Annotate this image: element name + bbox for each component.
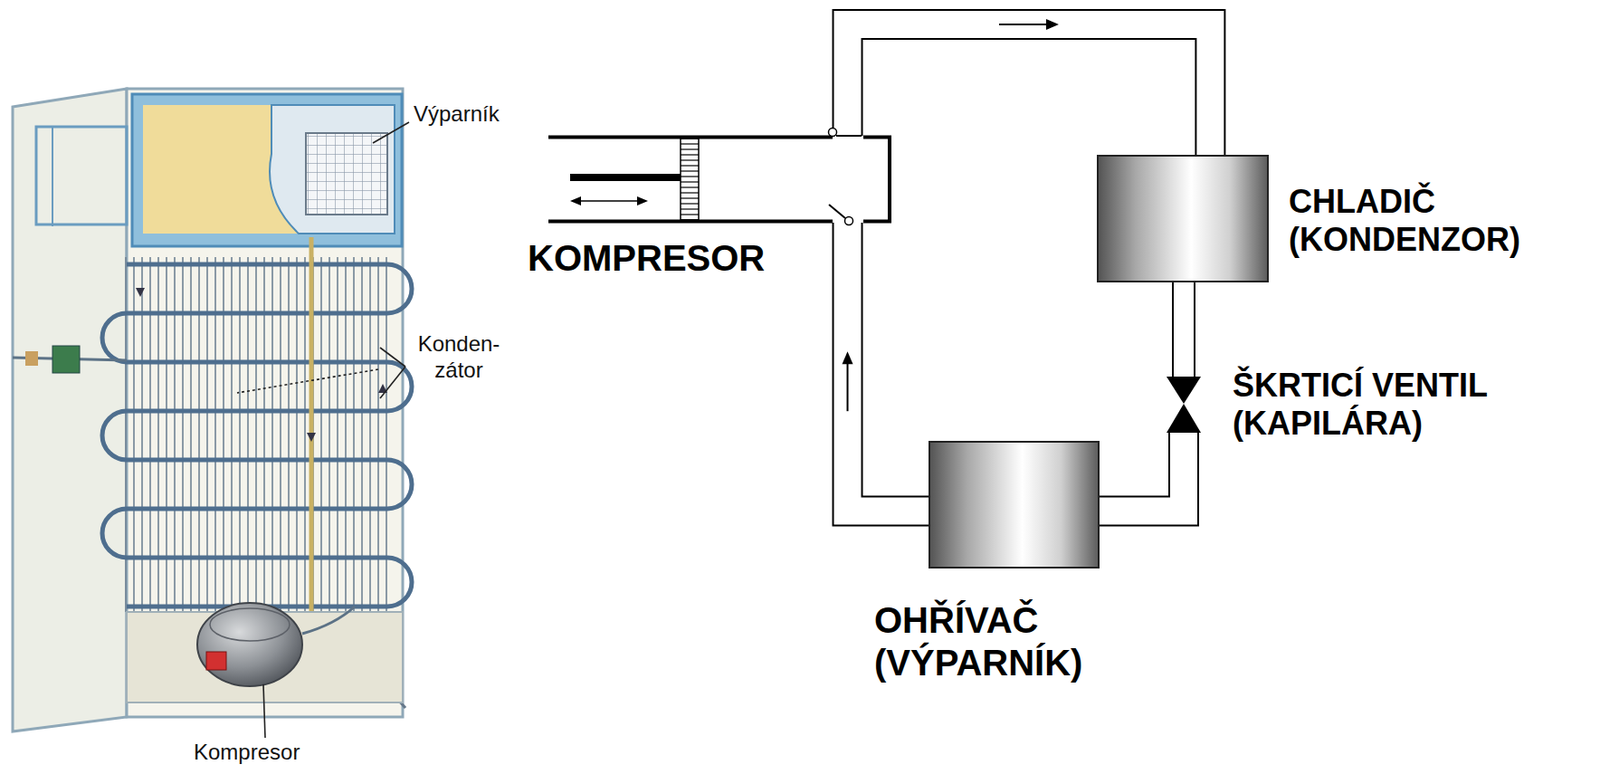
valve-triangle <box>1166 403 1201 433</box>
freezer-compartment <box>132 94 402 247</box>
condenser-coil <box>102 237 412 616</box>
piston <box>680 138 699 220</box>
illustration-part <box>132 94 402 247</box>
valve-symbol <box>1165 372 1202 435</box>
pipe-interior <box>1173 282 1194 377</box>
illustration-part <box>102 264 412 607</box>
illustration-part <box>206 651 227 670</box>
pipe-interior <box>1099 430 1184 512</box>
valve-hinge <box>845 217 854 226</box>
illustration-part <box>209 608 290 641</box>
illustration-part <box>263 684 266 738</box>
illustration-part <box>135 287 145 297</box>
illustration-part <box>237 369 379 393</box>
flow-arrowhead <box>1046 19 1059 30</box>
pipe-outline <box>847 24 1211 155</box>
valve-flap <box>836 134 862 137</box>
illustration-part <box>52 345 80 373</box>
component-label: CHLADIČ (KONDENZOR) <box>1288 182 1600 260</box>
cylinder-wall <box>863 219 892 224</box>
illustration-part <box>269 104 395 234</box>
pipe-connector <box>1099 430 1184 512</box>
flow-arrow <box>999 23 1050 26</box>
illustration-part <box>197 602 303 686</box>
leader-lines <box>237 122 410 738</box>
illustration-part <box>309 237 315 616</box>
pipe-connector <box>842 222 929 512</box>
pipe-interior <box>847 222 929 512</box>
cable-and-thermostat <box>12 345 406 708</box>
pipe-outline <box>1171 282 1196 377</box>
flow-arrow <box>847 360 849 411</box>
cylinder-drawing <box>617 135 892 223</box>
illustration-part <box>302 606 355 634</box>
compressor-cylinder: KOMPRESOR <box>617 135 892 223</box>
pipe-outline <box>1099 430 1184 512</box>
valve-hinge <box>828 128 838 137</box>
illustration-part <box>380 347 406 367</box>
illustration-part <box>12 88 127 732</box>
motion-arrow <box>637 196 648 206</box>
component-label: OHŘÍVAČ (VÝPARNÍK) <box>874 599 1164 685</box>
illustration-part <box>372 122 410 143</box>
illustration-part <box>51 126 54 227</box>
pipe-connector <box>1183 282 1185 377</box>
illustration-part <box>25 351 39 366</box>
compressor-unit <box>126 602 403 703</box>
part-label: Kompresor <box>193 739 300 766</box>
valve-triangle <box>1166 376 1201 404</box>
cylinder-wall <box>863 135 892 140</box>
cylinder-head <box>887 135 892 223</box>
pipe-interior <box>847 24 1211 155</box>
part-label: Výparník <box>413 101 500 128</box>
throttle-valve: ŠKRTICÍ VENTIL (KAPILÁRA) <box>1165 372 1202 435</box>
condenser-box: CHLADIČ (KONDENZOR) <box>1096 154 1269 283</box>
illustration-part <box>305 133 388 215</box>
flow-arrowhead <box>842 351 854 364</box>
illustration-part <box>380 366 406 399</box>
pipe-outline <box>847 222 929 512</box>
component-label: KOMPRESOR <box>527 237 827 280</box>
motion-arrow <box>573 200 645 202</box>
part-label: Konden- zátor <box>409 331 509 384</box>
valve-flap <box>828 204 846 219</box>
pipe-connector <box>847 19 1211 155</box>
illustration-part <box>36 126 127 225</box>
motion-arrow <box>570 196 581 206</box>
piston-rod <box>570 173 681 181</box>
evaporator-box: OHŘÍVAČ (VÝPARNÍK) <box>928 440 1100 569</box>
illustration-part <box>306 432 316 442</box>
component-label: ŠKRTICÍ VENTIL (KAPILÁRA) <box>1232 366 1595 444</box>
